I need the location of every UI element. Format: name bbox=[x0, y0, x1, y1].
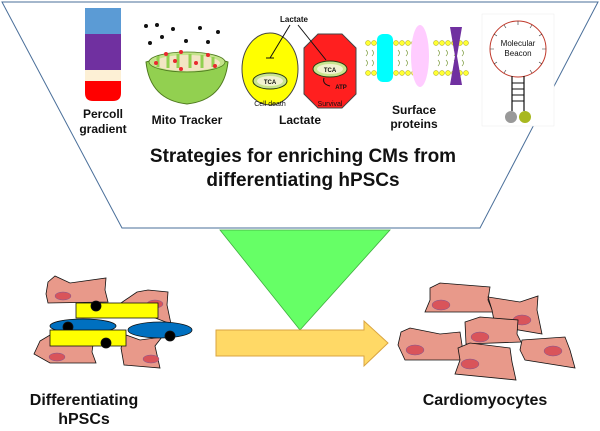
cardiomyocytes-icon bbox=[397, 282, 576, 381]
cell-death-caption: Cell death bbox=[254, 101, 286, 108]
percoll-label-line2: gradient bbox=[79, 122, 126, 136]
mitochondrion-icon bbox=[144, 23, 229, 105]
beacon-label-line1: Molecular bbox=[501, 39, 536, 48]
differentiating-label-line2: hPSCs bbox=[58, 411, 110, 428]
funnel-title-line1: Strategies for enriching CMs from bbox=[150, 146, 456, 167]
lactate-label: Lactate bbox=[279, 113, 321, 127]
percoll-label-line1: Percoll bbox=[83, 107, 123, 121]
surface-proteins-label-line1: Surface bbox=[392, 103, 436, 117]
survival-caption: Survival bbox=[318, 101, 343, 108]
tca-label-right: TCA bbox=[324, 68, 337, 74]
lactate-top-label: Lactate bbox=[280, 15, 309, 24]
membrane-proteins-icon bbox=[365, 25, 469, 87]
molecular-beacon-icon bbox=[481, 13, 555, 127]
differentiating-cells-icon bbox=[33, 275, 193, 369]
lactate-metabolism-icon bbox=[241, 24, 357, 109]
cardiomyocytes-label: Cardiomyocytes bbox=[423, 392, 548, 409]
differentiating-label-line1: Differentiating bbox=[30, 392, 138, 409]
beacon-label-line2: Beacon bbox=[504, 49, 531, 58]
funnel-output-triangle bbox=[219, 229, 391, 331]
right-arrow-icon bbox=[215, 319, 389, 368]
funnel-title-line2: differentiating hPSCs bbox=[206, 170, 399, 191]
tca-label-left: TCA bbox=[264, 80, 277, 86]
mito-tracker-label: Mito Tracker bbox=[152, 113, 223, 127]
atp-label: ATP bbox=[335, 85, 347, 91]
surface-proteins-label-line2: proteins bbox=[390, 117, 438, 131]
percoll-tube-icon bbox=[85, 8, 121, 101]
